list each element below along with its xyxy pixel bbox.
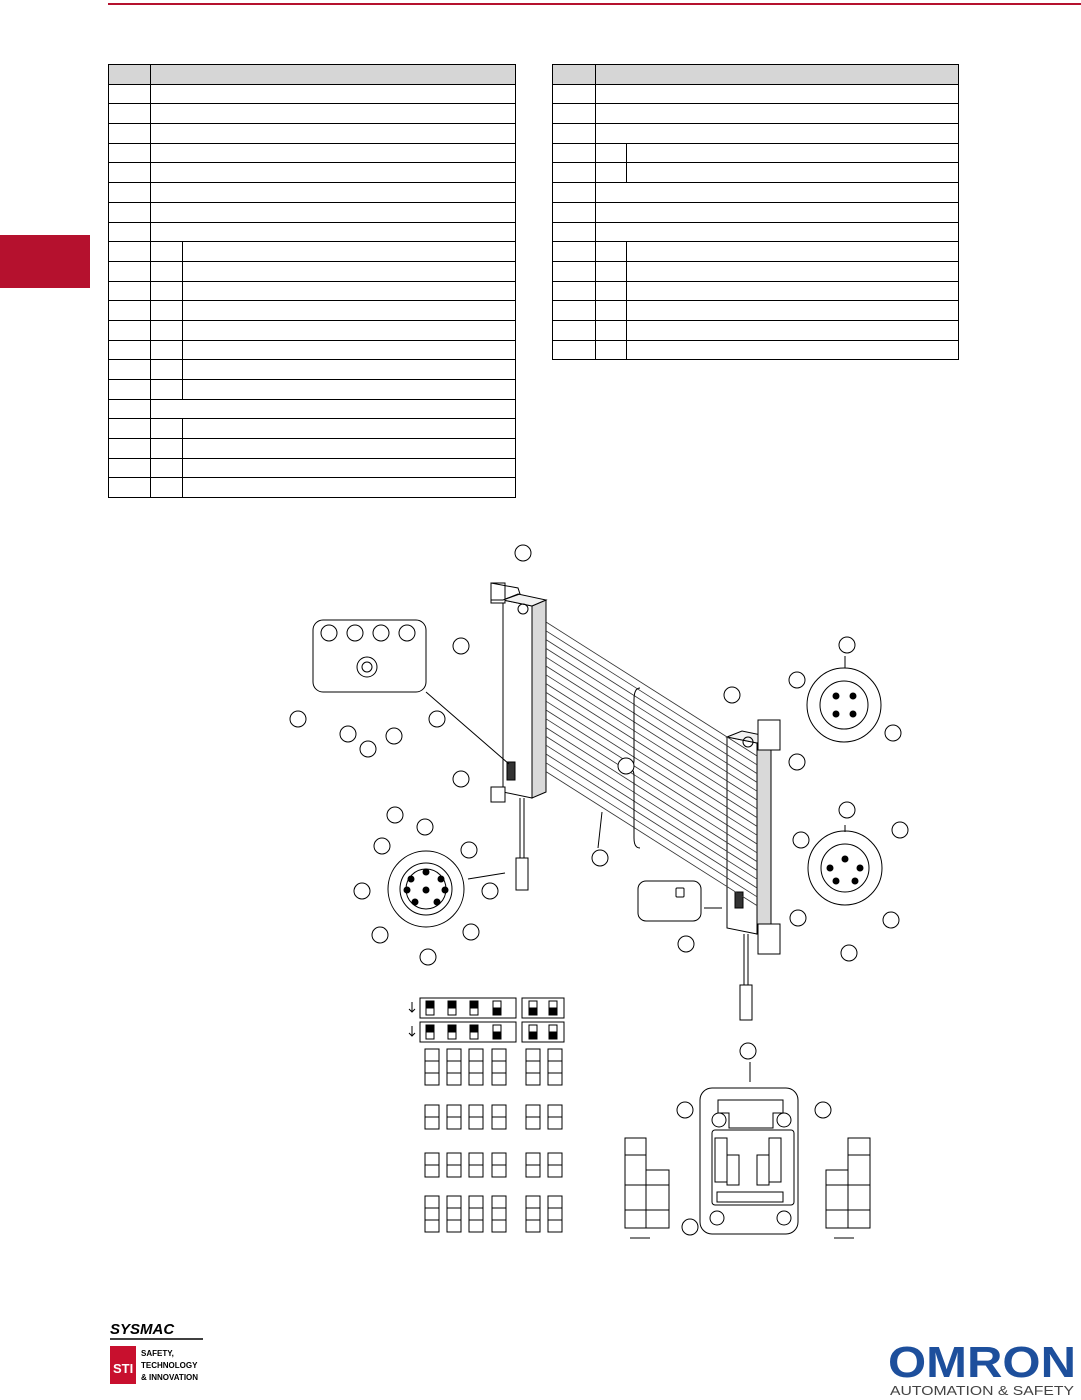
table-row	[108, 438, 516, 459]
callout-circle	[452, 770, 470, 788]
omron-logo: OMRON AUTOMATION & SAFETY	[888, 1342, 1076, 1397]
table-row	[108, 201, 516, 223]
callout-circle	[371, 926, 389, 944]
svg-text:TECHNOLOGY: TECHNOLOGY	[141, 1361, 198, 1370]
callout-circle	[891, 821, 909, 839]
table-row	[552, 241, 959, 262]
table-row	[108, 83, 516, 105]
sti-badge: STI	[113, 1361, 133, 1376]
callout-circle	[789, 909, 807, 927]
table-row	[108, 477, 516, 499]
callout-circle	[419, 948, 437, 966]
table-row	[552, 201, 959, 223]
table-row	[552, 162, 959, 184]
header-rule	[108, 3, 1081, 5]
table-row	[108, 123, 516, 144]
callout-circle	[838, 801, 856, 819]
callout-circle	[339, 725, 357, 743]
svg-text:SAFETY,: SAFETY,	[141, 1349, 174, 1358]
callout-circle	[514, 544, 532, 562]
callout-circle	[289, 710, 307, 728]
callout-circle	[416, 818, 434, 836]
callout-circle	[359, 740, 377, 758]
dip-switch-table	[408, 997, 565, 1233]
connector-5pin	[807, 825, 883, 906]
callout-circle	[838, 636, 856, 654]
callout-circle	[481, 882, 499, 900]
omron-wordmark: OMRON	[888, 1342, 1076, 1387]
callout-circle	[460, 841, 478, 859]
callout-circle	[681, 1218, 699, 1236]
callout-circle	[739, 1042, 757, 1060]
table-row	[108, 182, 516, 203]
table-row	[108, 300, 516, 321]
callout-circle	[814, 1101, 832, 1119]
table-row	[552, 83, 959, 105]
sysmac-sti-logo: SYSMAC STI SAFETY, TECHNOLOGY & INNOVATI…	[110, 1321, 203, 1384]
connector-8pin	[387, 850, 506, 928]
callout-circle	[884, 724, 902, 742]
table-row	[552, 339, 959, 361]
callout-circle	[373, 837, 391, 855]
table-row	[108, 339, 516, 361]
spec-table-left	[108, 64, 516, 499]
product-dimension-diagram	[289, 544, 909, 1239]
table-row	[108, 260, 516, 282]
table-row	[552, 103, 959, 125]
sysmac-wordmark: SYSMAC	[110, 1321, 175, 1338]
connector-4pin	[806, 656, 882, 743]
callout-circle	[788, 671, 806, 689]
callout-circle	[840, 944, 858, 962]
table-row	[108, 142, 516, 164]
section-tab	[0, 235, 90, 288]
callout-circle	[591, 849, 609, 867]
spec-table-right	[552, 64, 959, 361]
label-strip-right	[825, 1137, 871, 1239]
emitter-housing	[490, 582, 548, 891]
omron-tagline: AUTOMATION & SAFETY	[890, 1383, 1074, 1397]
callout-circle	[788, 753, 806, 771]
table-row	[552, 300, 959, 321]
callout-circle	[462, 923, 480, 941]
table-row	[552, 319, 959, 341]
receiver-housing	[725, 719, 781, 1021]
callout-circle	[386, 806, 404, 824]
table-row	[552, 123, 959, 144]
callout-circle	[353, 882, 371, 900]
callout-circle	[882, 911, 900, 929]
svg-text:& INNOVATION: & INNOVATION	[141, 1373, 198, 1382]
callout-markers	[289, 544, 909, 1236]
table-header-row	[552, 64, 959, 85]
light-beams	[545, 621, 758, 906]
callout-circle	[617, 757, 635, 775]
callout-circle	[428, 710, 446, 728]
table-row	[108, 398, 516, 420]
table-row	[108, 418, 516, 440]
table-row	[552, 142, 959, 164]
table-row	[552, 260, 959, 282]
table-row	[108, 280, 516, 302]
table-header-row	[108, 64, 516, 85]
table-row	[108, 162, 516, 184]
table-row	[552, 182, 959, 203]
callout-circle	[792, 831, 810, 849]
table-row	[108, 359, 516, 380]
table-row	[108, 103, 516, 125]
table-row	[108, 379, 516, 400]
table-row	[108, 221, 516, 243]
callout-circle	[723, 686, 741, 704]
callout-circle	[677, 935, 695, 953]
label-strip-left	[624, 1137, 670, 1239]
table-row	[108, 241, 516, 262]
callout-circle	[385, 727, 403, 745]
table-row	[552, 221, 959, 243]
table-row	[108, 457, 516, 479]
callout-circle	[676, 1101, 694, 1119]
receiver-back-panel	[699, 1062, 799, 1235]
table-row	[552, 280, 959, 302]
table-row	[108, 319, 516, 341]
callout-circle	[452, 637, 470, 655]
